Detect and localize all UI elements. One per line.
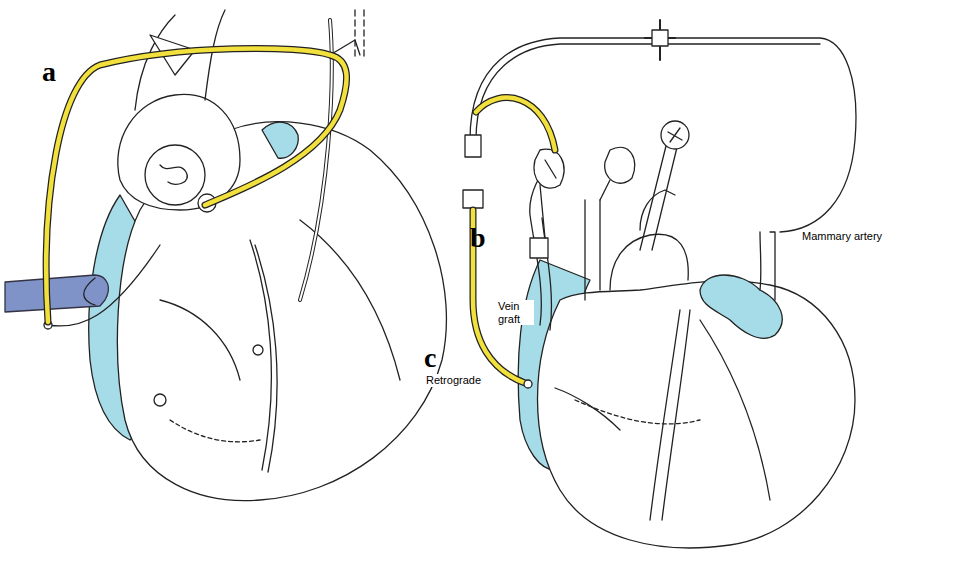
figure-letter: c bbox=[424, 344, 436, 372]
part-label: Retrograde bbox=[424, 374, 483, 387]
figure-letter: b bbox=[470, 224, 486, 252]
part-label: Mammary artery bbox=[800, 230, 884, 243]
part-label: Vein graft bbox=[496, 300, 534, 325]
figure-letter: a bbox=[42, 58, 56, 86]
